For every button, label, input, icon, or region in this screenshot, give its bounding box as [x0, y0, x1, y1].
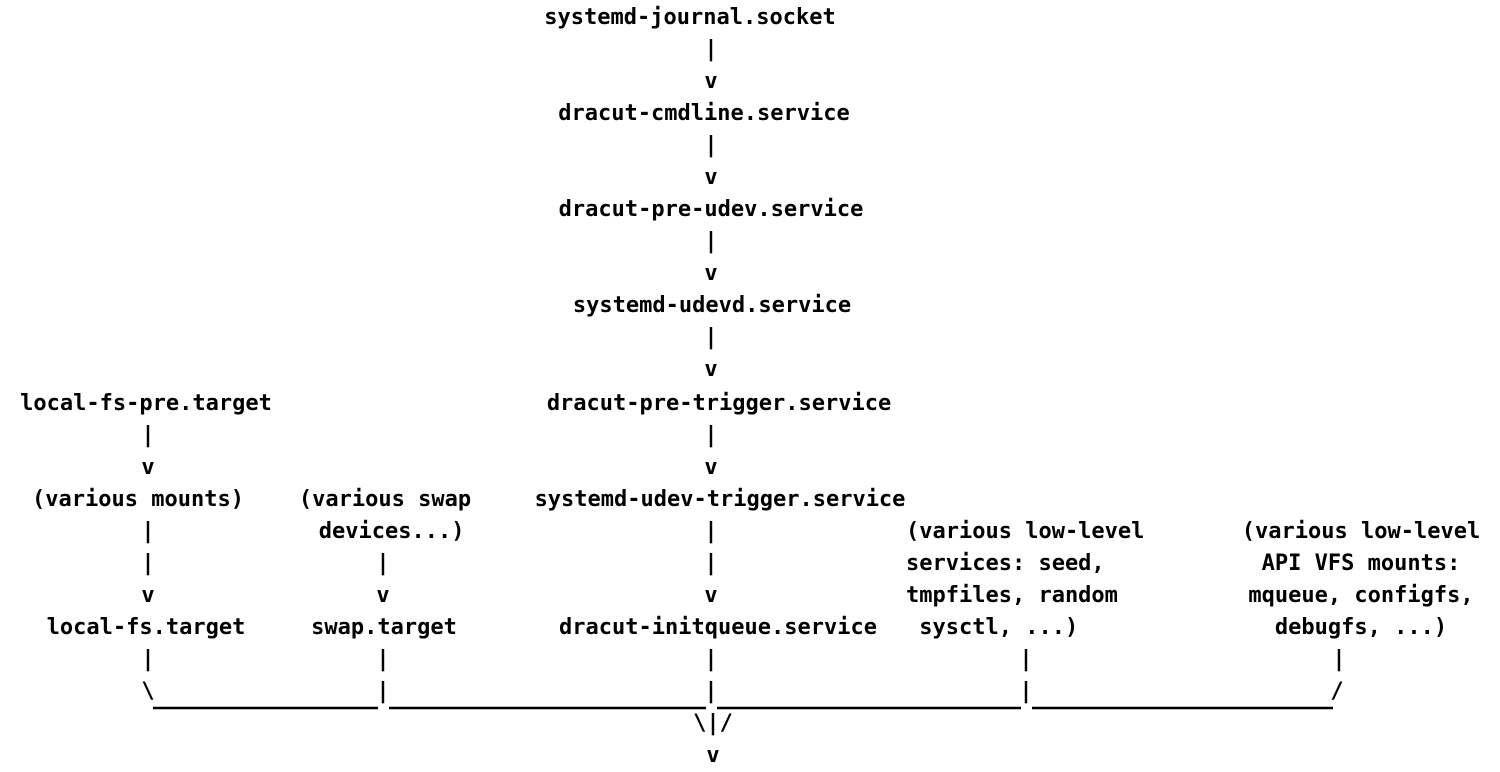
arrow: v	[141, 583, 155, 608]
pipe: |	[704, 133, 718, 158]
various-low-level-services: (various low-level services: seed, tmpfi…	[906, 519, 1145, 640]
merge-symbol: \|/	[693, 711, 733, 736]
unit-systemd-udev-trigger-service: systemd-udev-trigger.service	[534, 487, 906, 512]
arrow: v	[704, 261, 718, 286]
unit-local-fs-pre-target: local-fs-pre.target	[20, 391, 272, 416]
arrow: v	[704, 455, 718, 480]
pipe: |	[704, 679, 718, 704]
pipe: |	[141, 423, 155, 448]
various-mounts: (various mounts)	[32, 487, 244, 512]
pipe: |	[1019, 647, 1033, 672]
unit-systemd-udevd-service: systemd-udevd.service	[572, 293, 852, 318]
slash: /	[1330, 679, 1344, 704]
pipe: |	[704, 229, 718, 254]
unit-local-fs-target: local-fs.target	[46, 615, 246, 640]
pipe: |	[704, 325, 718, 350]
pipe: |	[704, 551, 718, 576]
arrow: v	[706, 743, 720, 768]
unit-dracut-pre-trigger-service: dracut-pre-trigger.service	[546, 391, 892, 416]
various-api-vfs-mounts: (various low-level API VFS mounts: mqueu…	[1241, 519, 1481, 640]
pipe: |	[376, 647, 390, 672]
unit-dracut-pre-udev-service: dracut-pre-udev.service	[558, 197, 864, 222]
unit-systemd-journal-socket: systemd-journal.socket	[544, 5, 836, 30]
pipe: |	[704, 37, 718, 62]
arrow: v	[704, 165, 718, 190]
unit-swap-target: swap.target	[311, 615, 457, 640]
pipe: |	[704, 423, 718, 448]
pipe: |	[376, 679, 390, 704]
unit-dracut-cmdline-service: dracut-cmdline.service	[558, 101, 850, 126]
unit-dracut-initqueue-service: dracut-initqueue.service	[559, 615, 877, 640]
pipe: |	[376, 551, 390, 576]
backslash: \	[141, 679, 155, 704]
pipe: |	[704, 519, 718, 544]
arrow: v	[376, 583, 390, 608]
arrow: v	[704, 357, 718, 382]
arrow: v	[704, 69, 718, 94]
arrow: v	[141, 455, 155, 480]
pipe: |	[704, 647, 718, 672]
various-swap-devices: (various swap devices...)	[298, 487, 472, 544]
pipe: |	[141, 551, 155, 576]
arrow: v	[704, 583, 718, 608]
pipe: |	[141, 519, 155, 544]
pipe: |	[1332, 647, 1346, 672]
pipe: |	[1019, 679, 1033, 704]
pipe: |	[141, 647, 155, 672]
